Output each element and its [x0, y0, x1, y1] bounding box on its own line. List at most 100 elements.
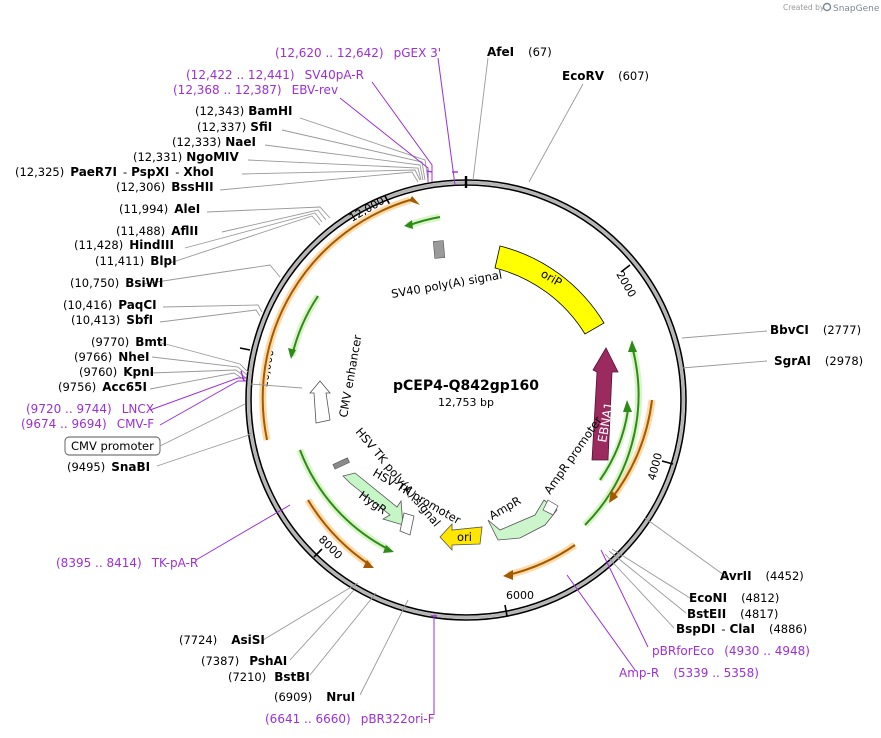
credit-prefix: Created by [783, 3, 825, 12]
enzyme-name-paer7i: PaeR7I [70, 165, 117, 179]
enzyme-pos-bmti: (9770) [91, 335, 129, 349]
enzyme-pos-sfii: (12,337) [197, 120, 246, 134]
enzyme-name-bsiwi: BsiWI [125, 276, 163, 290]
svg-text:(12,333)NaeI: (12,333)NaeI [172, 135, 256, 149]
enzyme-pos-bspdi: (4886) [769, 622, 807, 636]
svg-text:(11,411)BlpI: (11,411) BlpI [95, 254, 177, 268]
primer-name-lncx: LNCX [122, 402, 154, 416]
svg-text:(9756)Acc65I: (9756) Acc65I [58, 380, 147, 394]
primer-name-ebvrev: EBV-rev [292, 83, 338, 97]
enzyme-name-bspdi: BspDI [676, 622, 715, 636]
svg-text:(9770)BmtI: (9770) BmtI [91, 335, 167, 349]
enzyme-name-pspxi: PspXI [131, 165, 169, 179]
primer-name-sv40par: SV40pA-R [305, 68, 364, 82]
svg-text:(12,620 .. 12,642)pGEX 3': (12,620 .. 12,642)pGEX 3' [275, 46, 441, 60]
svg-text:(11,488)AflII: (11,488)AflII [116, 224, 198, 238]
svg-text:(12,325)PaeR7I-PspXI-XhoI: (12,325)PaeR7I-PspXI-XhoI [15, 165, 214, 179]
enzyme-name-bsshii: BssHII [171, 180, 213, 194]
enzyme-name-bamhi: BamHI [248, 104, 292, 118]
enzyme-leader-lines [142, 57, 768, 696]
tick-marks [239, 195, 674, 617]
enzyme-name-bmti: BmtI [135, 335, 167, 349]
svg-text:(7724)AsiSI: (7724)AsiSI [179, 633, 265, 647]
ebna1-feature[interactable] [591, 347, 619, 461]
enzyme-labels-right: AfeI(67) EcoRV (607) BbvCI(2777) SgrAI (29… [179, 45, 863, 704]
enzyme-pos-alei: (11,994) [119, 202, 168, 216]
svg-text:(6641 .. 6660)pBR322ori-F: (6641 .. 6660) pBR322ori-F [265, 712, 435, 726]
enzyme-name-econi: EcoNI [689, 591, 727, 605]
primer-range-pbr322ori: (6641 .. 6660) [265, 712, 351, 726]
enzyme-name-kpni: KpnI [123, 365, 154, 379]
enzyme-name-acc65i: Acc65I [102, 380, 147, 394]
svg-text:EcoNI(4812): EcoNI (4812) [689, 591, 779, 605]
enzyme-name-blpi: BlpI [150, 254, 176, 268]
ori-label: ori [457, 530, 472, 544]
enzyme-pos-ecorv: (607) [618, 69, 649, 83]
enzyme-name-afei: AfeI [487, 45, 514, 59]
enzyme-name-alei: AleI [174, 202, 200, 216]
hsv-tk-polya-feature[interactable] [332, 457, 350, 470]
svg-text:(10,413)SbfI: (10,413)SbfI [71, 313, 153, 327]
enzyme-pos-sbfi: (10,413) [71, 313, 120, 327]
snapgene-logo-icon [822, 2, 832, 12]
enzyme-name-ecorv: EcoRV [562, 69, 605, 83]
svg-text:SgrAI(2978): SgrAI (2978) [774, 354, 863, 368]
enzyme-pos-pshai: (7387) [201, 654, 239, 668]
enzyme-pos-blpi: (11,411) [95, 254, 144, 268]
enzyme-name-pshai: PshAI [249, 654, 287, 668]
ampr-feature[interactable] [487, 499, 558, 541]
svg-text:(12,368 .. 12,387)EBV-rev: (12,368 .. 12,387)EBV-rev [173, 83, 338, 97]
enzyme-pos-sgrai: (2978) [825, 354, 863, 368]
plasmid-length: 12,753 bp [438, 396, 494, 409]
orf-arcs [259, 196, 656, 580]
primer-name-pgex3: pGEX 3' [394, 46, 441, 60]
hsv-tk-promoter-feature[interactable] [399, 512, 415, 536]
enzyme-name-aflii: AflII [171, 224, 198, 238]
enzyme-pos-acc65i: (9756) [58, 380, 96, 394]
orip-feature[interactable] [494, 245, 605, 335]
svg-text:(9495)SnaBI: (9495) SnaBI [67, 460, 150, 474]
enzyme-pos-naei: (12,333) [172, 135, 221, 149]
enzyme-pos-bsshii: (12,306) [116, 180, 165, 194]
svg-text:BspDI-ClaI(4886): BspDI-ClaI(4886) [676, 622, 807, 636]
cmv-enhancer-feature[interactable] [309, 380, 331, 424]
enzyme-pos-econi: (4812) [741, 591, 779, 605]
enzyme-name-snabi: SnaBI [111, 460, 150, 474]
sv40-polya-feature[interactable] [432, 240, 446, 259]
primer-range-cmvf: (9674 .. 9694) [21, 417, 107, 431]
cmv-enhancer-label: CMV enhancer [336, 334, 364, 419]
enzyme-name-bstbi: BstBI [274, 670, 310, 684]
svg-text:BbvCI(2777): BbvCI(2777) [770, 323, 861, 337]
svg-text:Amp-R(5339 .. 5358): Amp-R(5339 .. 5358) [619, 666, 759, 680]
svg-text:EcoRV(607): EcoRV (607) [562, 69, 649, 83]
svg-text:(11,428)HindIII: (11,428)HindIII [74, 238, 174, 252]
tick-label-6000: 6000 [506, 589, 534, 602]
enzyme-pos-ngomiv: (12,331) [133, 150, 182, 164]
primer-labels: (12,620 .. 12,642)pGEX 3' (12,422 .. 12,… [21, 46, 810, 726]
svg-text:(12,331)NgoMIV: (12,331)NgoMIV [133, 150, 240, 164]
svg-text:(9674 .. 9694)CMV-F: (9674 .. 9694)CMV-F [21, 417, 154, 431]
plasmid-name: pCEP4-Q842gp160 [393, 378, 539, 394]
enzyme-name-avrii: AvrII [720, 569, 752, 583]
enzyme-pos-bamhi: (12,343) [195, 104, 244, 118]
enzyme-pos-nhei: (9766) [74, 350, 112, 364]
cmv-promoter-label: CMV promoter [71, 439, 154, 453]
enzyme-pos-nrui: (6909) [274, 690, 312, 704]
enzyme-pos-bstbi: (7210) [228, 670, 266, 684]
enzyme-pos-bbvci: (2777) [823, 323, 861, 337]
primer-range-sv40par: (12,422 .. 12,441) [186, 68, 295, 82]
enzyme-pos-paer7i: (12,325) [15, 165, 64, 179]
ebna1-label: EBNA1 [595, 401, 616, 443]
svg-text:(12,422 .. 12,441)SV40pA-R: (12,422 .. 12,441) SV40pA-R [186, 68, 364, 82]
tick-label-4000: 4000 [645, 451, 665, 481]
ori-feature[interactable] [439, 522, 483, 552]
enzyme-pos-snabi: (9495) [67, 460, 105, 474]
enzyme-name-sgrai: SgrAI [774, 354, 811, 368]
enzyme-name-nrui: NruI [326, 690, 355, 704]
primer-name-pbr322ori: pBR322ori-F [361, 712, 435, 726]
enzyme-name-hindiii: HindIII [129, 238, 174, 252]
ampr-promoter-feature[interactable] [542, 499, 559, 516]
enzyme-name-paqci: PaqCI [118, 298, 156, 312]
svg-text:AfeI(67): AfeI(67) [487, 45, 552, 59]
